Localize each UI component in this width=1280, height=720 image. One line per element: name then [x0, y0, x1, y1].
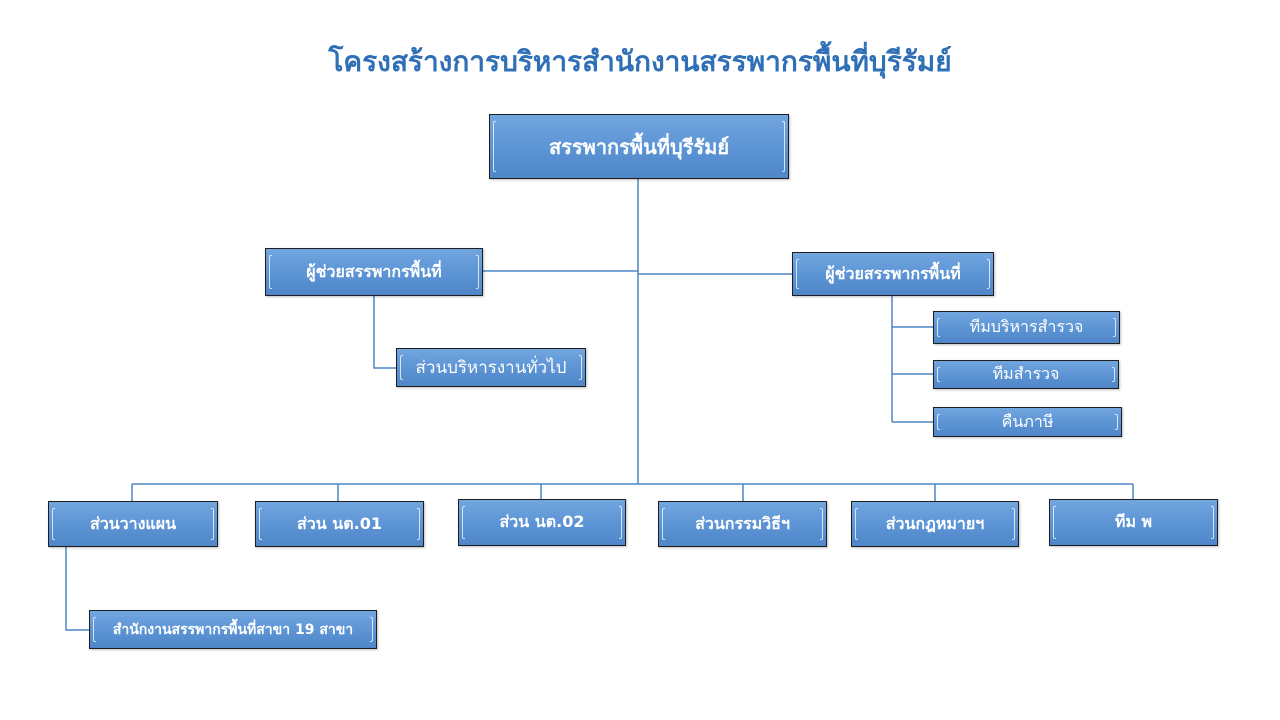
node-planning: ส่วนวางแผน: [48, 501, 218, 547]
node-assistant-right: ผู้ช่วยสรรพากรพื้นที่: [792, 252, 994, 296]
node-tax-refund: คืนภาษี: [933, 407, 1122, 437]
node-legal: ส่วนกฎหมายฯ: [851, 501, 1019, 547]
node-section-nt02: ส่วน นต.02: [458, 499, 626, 546]
node-assistant-left: ผู้ช่วยสรรพากรพื้นที่: [265, 248, 483, 296]
node-section-nt01: ส่วน นต.01: [255, 501, 424, 547]
node-procedures: ส่วนกรรมวิธีฯ: [658, 501, 827, 547]
node-general-admin: ส่วนบริหารงานทั่วไป: [396, 348, 586, 387]
node-audit-team: ทีมสำรวจ: [933, 360, 1119, 389]
node-branches: สำนักงานสรรพากรพื้นที่สาขา 19 สาขา: [89, 610, 377, 649]
node-revenue-area-head: สรรพากรพื้นที่บุรีรัมย์: [489, 114, 789, 179]
node-team-p: ทีม พ: [1049, 499, 1218, 546]
page-title: โครงสร้างการบริหารสำนักงานสรรพากรพื้นที่…: [328, 45, 952, 78]
node-audit-admin-team: ทีมบริหารสำรวจ: [933, 311, 1120, 344]
